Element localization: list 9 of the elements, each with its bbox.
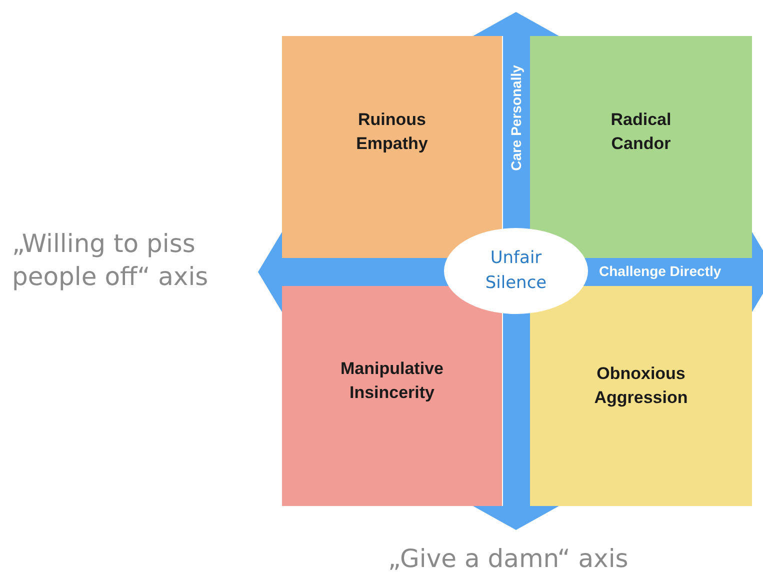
quadrant-label: Obnoxious Aggression: [593, 363, 689, 409]
quadrant-label: Manipulative Insincerity: [340, 358, 444, 404]
axis-label: Challenge Directly: [599, 262, 722, 280]
quadrant-label: Ruinous Empathy: [355, 109, 429, 155]
axis-title: „Willing to piss people off“ axis: [12, 228, 210, 292]
quadrant-label: Radical Candor: [610, 109, 672, 155]
ellipse-label: Unfair Silence: [484, 246, 548, 295]
axis-title: „Give a damn“ axis: [388, 543, 628, 575]
axis-label: Care Personally: [506, 65, 525, 171]
